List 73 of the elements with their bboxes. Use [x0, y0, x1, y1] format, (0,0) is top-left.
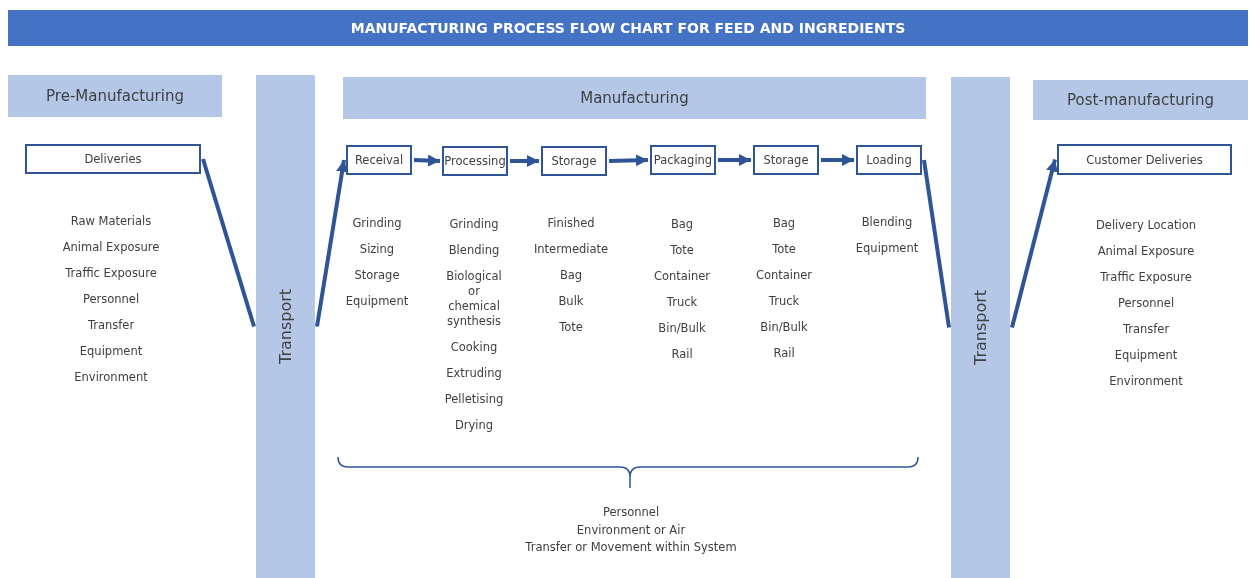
band-label: Manufacturing	[580, 89, 689, 107]
list-item: Rail	[772, 346, 796, 361]
list-item: Equipment	[344, 294, 410, 309]
list-item: Traffic Exposure	[1099, 270, 1193, 285]
list-item: Blending	[860, 215, 914, 230]
list-item: Transfer	[86, 318, 136, 333]
band-label: Pre-Manufacturing	[46, 87, 184, 105]
arrow	[413, 154, 441, 167]
list-item: Intermediate	[532, 242, 610, 257]
arrow	[510, 155, 539, 167]
list-item: Bulk	[557, 294, 585, 309]
list-item: Pelletising	[443, 392, 505, 407]
list-item: Bag	[669, 217, 695, 232]
list-item: Bin/Bulk	[759, 320, 809, 335]
list-item: Truck	[665, 295, 699, 310]
list-item: Equipment	[78, 344, 144, 359]
list-item: Tote	[669, 243, 695, 258]
band-label: Transport	[971, 289, 990, 366]
arrow	[1010, 159, 1058, 328]
note-text: Personnel	[601, 504, 661, 521]
arrow	[718, 154, 751, 166]
list-item: Blending	[447, 243, 501, 258]
list-item: Tote	[558, 320, 584, 335]
list-item: Environment	[73, 370, 149, 385]
list-item: Truck	[767, 294, 801, 309]
list-item: Container	[754, 268, 814, 283]
arrow	[821, 154, 854, 166]
arrow	[315, 159, 348, 327]
list-item: Personnel	[1116, 296, 1176, 311]
band-label: Transport	[276, 288, 295, 365]
list-item: Biological or chemical synthesis	[445, 269, 503, 329]
list-item: Traffic Exposure	[64, 266, 158, 281]
list-item: Container	[652, 269, 712, 284]
list-item: Animal Exposure	[61, 240, 161, 255]
list-item: Personnel	[81, 292, 141, 307]
list-item: Extruding	[445, 366, 503, 381]
list-item: Grinding	[351, 216, 403, 231]
arrow	[608, 154, 649, 167]
note-text: Transfer or Movement within System	[524, 539, 738, 556]
process-box: Storage	[541, 146, 607, 176]
list-item: Equipment	[1113, 348, 1179, 363]
list-item: Delivery Location	[1095, 218, 1197, 233]
transport-band	[256, 75, 315, 578]
title-bar: MANUFACTURING PROCESS FLOW CHART FOR FEED AND INGREDIENTS	[8, 10, 1248, 46]
list-item: Cooking	[449, 340, 499, 355]
list-item: Transfer	[1121, 322, 1171, 337]
stage-band	[8, 75, 222, 117]
process-box: Deliveries	[25, 144, 201, 174]
transport-band	[951, 77, 1010, 578]
process-box: Receival	[346, 145, 412, 175]
list-item: Equipment	[854, 241, 920, 256]
list-item: Rail	[670, 347, 694, 362]
process-box: Loading	[856, 145, 922, 175]
list-item: Drying	[453, 418, 495, 433]
list-item: Tote	[771, 242, 797, 257]
list-item: Raw Materials	[69, 214, 153, 229]
band-label: Post-manufacturing	[1066, 91, 1215, 109]
stage-band	[1033, 80, 1248, 120]
note-text: Environment or Air	[575, 521, 687, 539]
process-box: Packaging	[650, 145, 716, 175]
stage-band	[343, 77, 926, 119]
list-item: Environment	[1108, 374, 1184, 389]
list-item: Bin/Bulk	[657, 321, 707, 336]
process-box: Storage	[753, 145, 819, 175]
list-item: Animal Exposure	[1096, 244, 1196, 259]
list-item: Bag	[771, 216, 797, 231]
process-box: Customer Deliveries	[1057, 144, 1232, 175]
list-item: Grinding	[448, 217, 500, 232]
list-item: Sizing	[358, 242, 396, 257]
list-item: Storage	[353, 268, 401, 283]
list-item: Bag	[558, 268, 584, 283]
list-item: Finished	[546, 216, 596, 231]
process-box: Processing	[442, 146, 508, 176]
